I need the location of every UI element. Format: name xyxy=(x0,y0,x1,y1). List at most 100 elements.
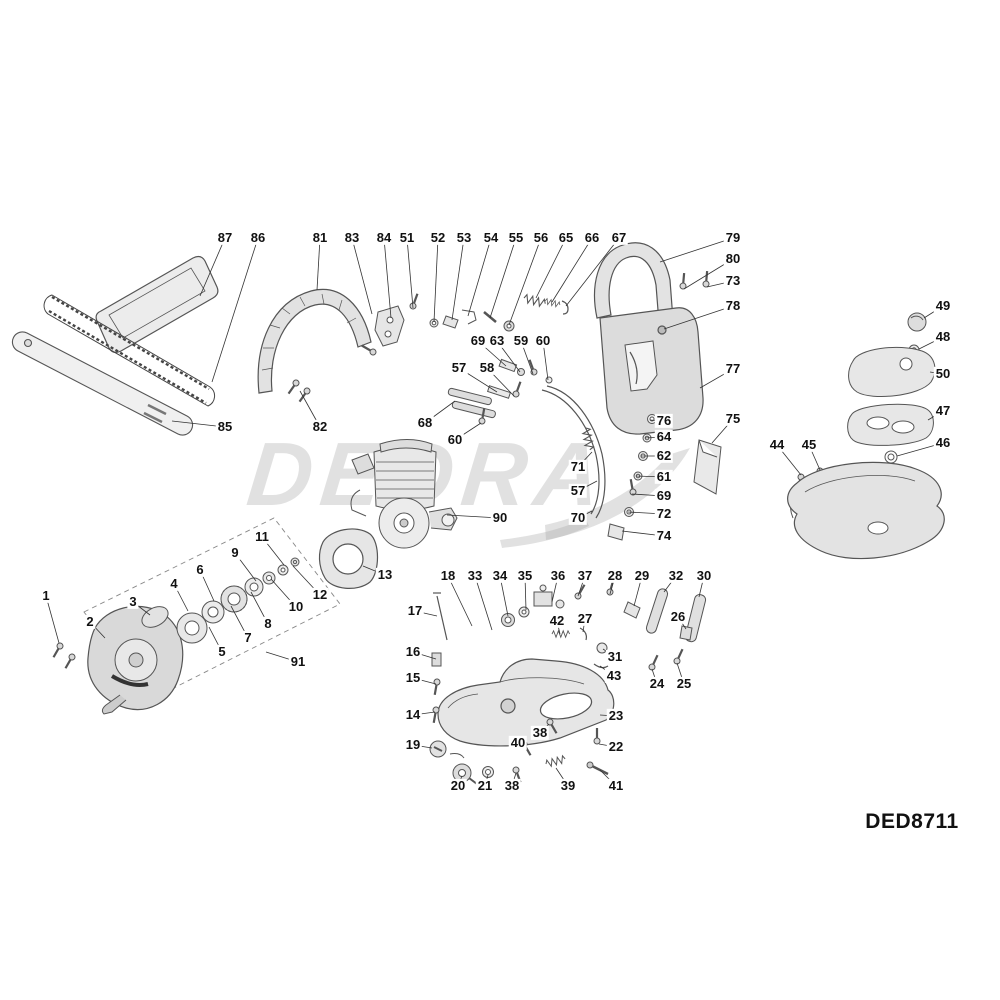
part-label-6-50: 6 xyxy=(194,561,206,578)
part-label-61-44: 61 xyxy=(654,468,674,485)
part-label-46-22: 46 xyxy=(933,434,953,451)
part-label-86-1: 86 xyxy=(248,229,268,246)
part-label-25-80: 25 xyxy=(674,675,694,692)
leader-line-52 xyxy=(433,237,439,323)
leader-line-79 xyxy=(659,237,734,263)
flywheel-parts-illustration xyxy=(141,557,300,644)
part-label-44-25: 44 xyxy=(767,436,787,453)
part-label-9-49: 9 xyxy=(229,544,241,561)
part-label-66-12: 66 xyxy=(582,229,602,246)
part-label-18-62: 18 xyxy=(438,567,458,584)
leader-line-78 xyxy=(663,305,734,330)
leader-line-18 xyxy=(447,575,473,627)
bar-cover-illustration xyxy=(95,255,219,354)
part-label-68-33: 68 xyxy=(415,414,435,431)
leader-line-83 xyxy=(351,237,373,315)
rear-body-illustration xyxy=(437,658,615,747)
part-label-7-59: 7 xyxy=(242,629,254,646)
part-label-37-67: 37 xyxy=(575,567,595,584)
part-label-42-73: 42 xyxy=(547,612,567,629)
handle-bracket-illustration xyxy=(374,305,405,347)
part-label-28-68: 28 xyxy=(605,567,625,584)
part-label-33-63: 33 xyxy=(465,567,485,584)
deflector-illustration xyxy=(693,439,722,495)
part-label-48-19: 48 xyxy=(933,328,953,345)
fuel-tank-illustration xyxy=(848,346,936,397)
leader-line-54 xyxy=(467,237,492,317)
part-label-72-46: 72 xyxy=(654,505,674,522)
part-label-62-43: 62 xyxy=(654,447,674,464)
leader-line-56 xyxy=(508,237,542,326)
leader-line-66 xyxy=(551,237,593,303)
leader-line-55 xyxy=(489,237,517,319)
part-label-35-65: 35 xyxy=(515,567,535,584)
part-label-75-24: 75 xyxy=(723,410,743,427)
bottom-small-parts-illustration xyxy=(452,716,609,785)
part-label-80-15: 80 xyxy=(723,250,743,267)
part-label-4-51: 4 xyxy=(168,575,180,592)
part-label-41-92: 41 xyxy=(606,777,626,794)
part-label-51-5: 51 xyxy=(397,229,417,246)
part-label-30-71: 30 xyxy=(694,567,714,584)
part-label-71-38: 71 xyxy=(568,458,588,475)
part-label-38-85: 38 xyxy=(530,724,550,741)
leader-line-84 xyxy=(383,237,392,319)
part-label-21-89: 21 xyxy=(475,777,495,794)
part-label-31-77: 31 xyxy=(605,648,625,665)
part-label-40-86: 40 xyxy=(508,734,528,751)
engine-illustration xyxy=(350,439,458,549)
part-label-83-3: 83 xyxy=(342,229,362,246)
leader-line-81 xyxy=(316,237,321,291)
guide-bar-illustration xyxy=(11,331,194,436)
leader-line-33 xyxy=(474,575,493,631)
part-label-85-36: 85 xyxy=(215,418,235,435)
part-label-17-72: 17 xyxy=(405,602,425,619)
part-label-10-57: 10 xyxy=(286,598,306,615)
part-label-19-84: 19 xyxy=(403,736,423,753)
part-label-43-78: 43 xyxy=(604,667,624,684)
part-label-13-55: 13 xyxy=(375,566,395,583)
leader-line-87 xyxy=(199,237,226,297)
part-label-81-2: 81 xyxy=(310,229,330,246)
leader-line-65 xyxy=(535,237,567,299)
part-label-49-18: 49 xyxy=(933,297,953,314)
part-label-77-23: 77 xyxy=(723,360,743,377)
part-label-53-7: 53 xyxy=(454,229,474,246)
part-label-84-4: 84 xyxy=(374,229,394,246)
part-label-74-47: 74 xyxy=(654,527,674,544)
ignition-cover-illustration xyxy=(318,528,379,589)
part-label-1-54: 1 xyxy=(40,587,52,604)
part-label-69-27: 69 xyxy=(468,332,488,349)
part-label-55-9: 55 xyxy=(506,229,526,246)
part-label-26-75: 26 xyxy=(668,608,688,625)
leader-line-53 xyxy=(451,237,465,321)
part-label-34-64: 34 xyxy=(490,567,510,584)
part-label-36-66: 36 xyxy=(548,567,568,584)
part-label-39-91: 39 xyxy=(558,777,578,794)
leader-line-1 xyxy=(45,595,60,644)
part-label-23-83: 23 xyxy=(606,707,626,724)
part-label-11-48: 11 xyxy=(253,528,271,545)
part-label-63-28: 63 xyxy=(487,332,507,349)
part-label-27-74: 27 xyxy=(575,610,595,627)
rear-handle-illustration xyxy=(593,242,712,435)
mid-hardware-illustration xyxy=(447,357,553,426)
part-label-65-11: 65 xyxy=(556,229,576,246)
part-label-47-21: 47 xyxy=(933,402,953,419)
part-label-16-76: 16 xyxy=(403,643,423,660)
part-label-24-79: 24 xyxy=(647,675,667,692)
part-label-38-90: 38 xyxy=(502,777,522,794)
brake-band-illustration xyxy=(541,385,606,519)
leader-line-51 xyxy=(406,237,414,309)
part-label-57-39: 57 xyxy=(568,482,588,499)
part-label-90-37: 90 xyxy=(490,509,510,526)
part-label-8-58: 8 xyxy=(262,615,274,632)
part-label-54-8: 54 xyxy=(481,229,501,246)
air-filter-illustration xyxy=(847,403,934,446)
model-number: DED8711 xyxy=(865,810,959,833)
part-label-79-14: 79 xyxy=(723,229,743,246)
part-label-22-87: 22 xyxy=(606,738,626,755)
part-label-32-70: 32 xyxy=(666,567,686,584)
part-label-58-32: 58 xyxy=(477,359,497,376)
